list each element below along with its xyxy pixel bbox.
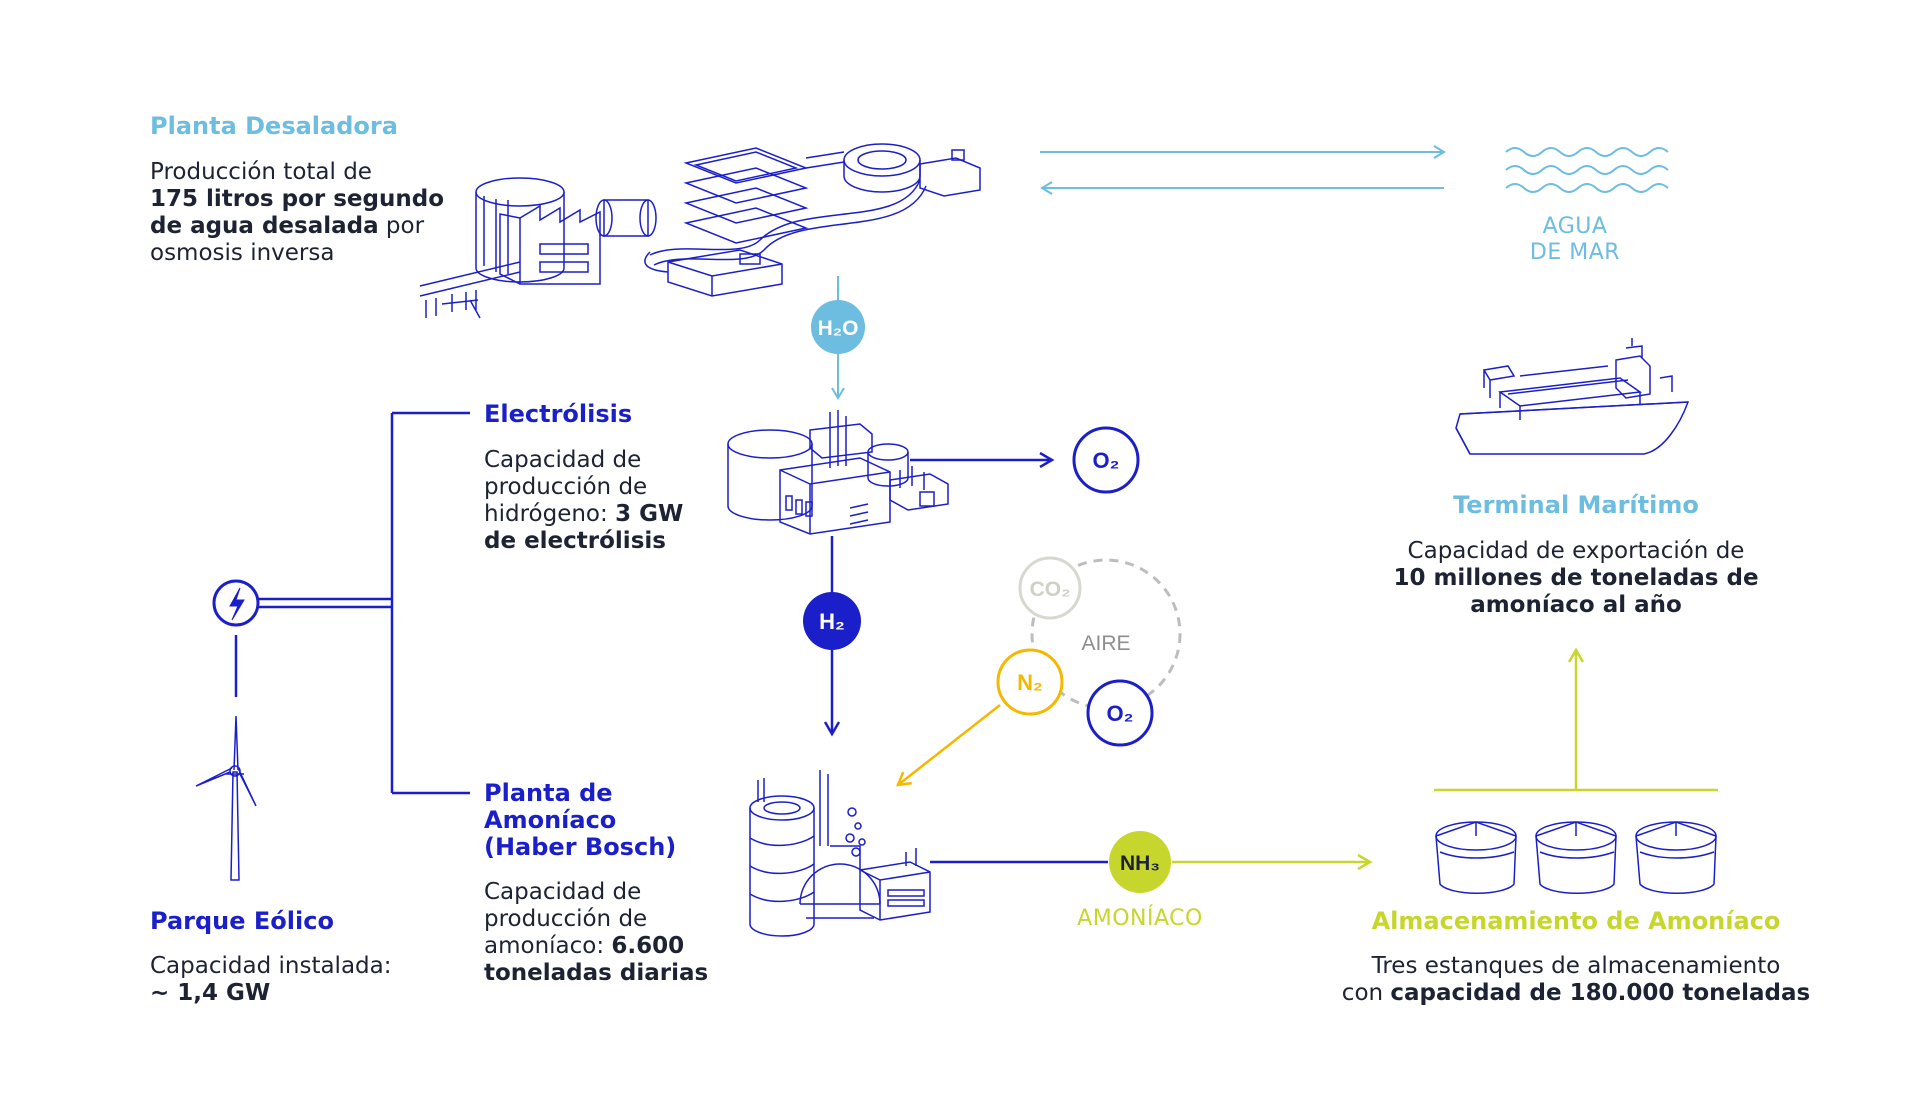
o2-output-node-label: O₂ [1093, 448, 1120, 473]
electrolysis-title: Electrólisis [484, 400, 633, 428]
o2-air-node-label: O₂ [1107, 701, 1134, 726]
nh3-node-label: NH₃ [1120, 852, 1160, 875]
air-label: AIRE [1081, 632, 1130, 655]
o2-air-node [1086, 679, 1154, 747]
desalination-line-4: osmosis inversa [150, 240, 335, 266]
n2-node-label: N₂ [1017, 670, 1043, 695]
desalination-plant-illustration [419, 143, 981, 319]
nh3-node [1109, 831, 1171, 893]
h2o-node [811, 300, 865, 354]
ammonia-plant-title: Planta de Amoníaco (Haber Bosch) [484, 779, 677, 861]
wind-farm-title: Parque Eólico [150, 907, 334, 935]
seawater-label: AGUA DE MAR [1529, 214, 1621, 265]
terminal-description: Capacidad de exportación de 10 millones … [1393, 538, 1759, 618]
wind-turbine-illustration [195, 715, 257, 881]
ammonia-label: AMONÍACO [1077, 906, 1203, 931]
storage-title: Almacenamiento de Amoníaco [1371, 907, 1781, 935]
desalination-line-1: Producción total de [150, 159, 372, 185]
electrolysis-description: Capacidad de producción de hidrógeno: 3 … [484, 447, 684, 554]
h2o-node-label: H₂O [818, 317, 859, 340]
ship-illustration [1455, 338, 1690, 455]
desalination-line-3: de agua desalada por [150, 213, 425, 239]
terminal-title: Terminal Marítimo [1453, 491, 1699, 519]
o2-output-node [1072, 426, 1140, 494]
co2-node [1018, 556, 1082, 620]
h2-node [803, 592, 861, 650]
storage-tanks-illustration [1435, 821, 1717, 895]
desalination-description: Producción total de 175 litros por segun… [150, 159, 470, 267]
n2-node [996, 648, 1064, 716]
storage-description: Tres estanques de almacenamiento con cap… [1341, 953, 1811, 1006]
ammonia-plant-description: Capacidad de producción de amoníaco: 6.6… [484, 879, 709, 986]
desalination-line-2: 175 litros por segundo [150, 186, 445, 212]
n2-to-ammonia-arrow [898, 704, 1001, 785]
desalination-title: Planta Desaladora [150, 112, 398, 140]
electrolysis-plant-illustration [727, 410, 949, 535]
power-connection-lines [258, 411, 470, 795]
wave-icon [1505, 147, 1669, 193]
h2-node-label: H₂ [819, 609, 845, 634]
co2-node-label: CO₂ [1030, 578, 1071, 601]
ammonia-plant-illustration [749, 770, 931, 937]
wind-farm-description: Capacidad instalada: ~ 1,4 GW [150, 953, 392, 1006]
